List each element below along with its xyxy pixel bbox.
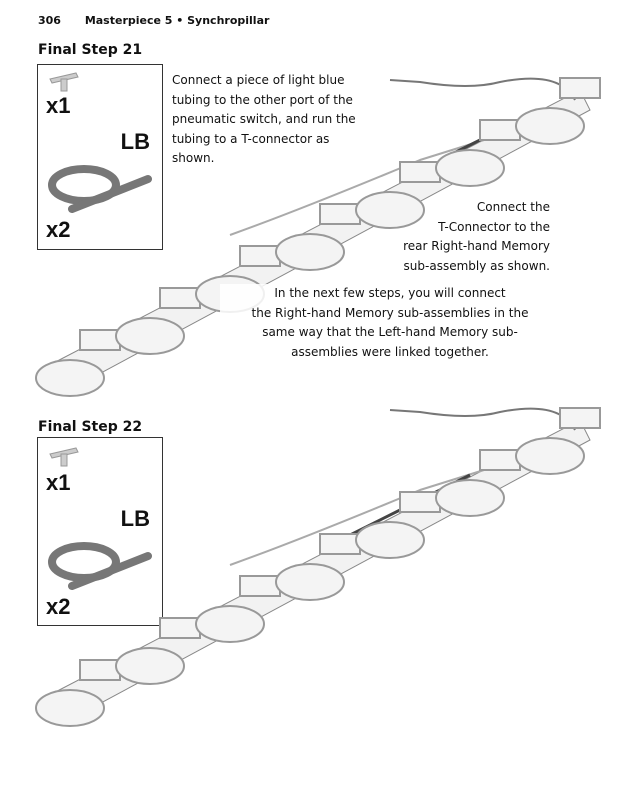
t-connector-icon (49, 72, 79, 92)
module-block (559, 407, 601, 429)
wheel (435, 149, 505, 187)
tube-color-label: LB (120, 129, 150, 154)
module-block (319, 533, 361, 555)
instruction-line: tubing to the other port of the (172, 92, 353, 107)
wheel (355, 521, 425, 559)
module-block (399, 161, 441, 183)
module-block (319, 203, 361, 225)
header-title: Masterpiece 5 • Synchropillar (84, 14, 270, 27)
wheel (195, 605, 265, 643)
module-block (479, 119, 521, 141)
connector-qty: x1 (46, 470, 71, 495)
module-block (559, 77, 601, 99)
page-number: 306 (38, 14, 61, 27)
callout-next-steps: In the next few steps, you will connect … (220, 284, 560, 362)
instruction-line: tubing to a T-connector as (172, 131, 330, 146)
wheel (435, 479, 505, 517)
step-22-parts-box: x1 LB x2 (37, 437, 163, 626)
instruction-line: Connect a piece of light blue (172, 73, 345, 87)
wheel (115, 317, 185, 355)
tube-color-label: LB (120, 506, 150, 531)
wheel (275, 233, 345, 271)
step-21-parts-box: x1 LB x2 (37, 64, 163, 250)
module-block (159, 287, 201, 309)
instruction-line: pneumatic switch, and run the (172, 112, 356, 126)
step-21-instructions: Connect a piece of light blue tubing to … (172, 71, 356, 169)
step-21-title: Final Step 21 (38, 42, 143, 58)
wheel (355, 191, 425, 229)
module-block (239, 245, 281, 267)
callout-line: T-Connector to the (438, 219, 550, 234)
wheel (515, 437, 585, 475)
callout-line: rear Right-hand Memory (403, 239, 550, 253)
callout-line: assemblies were linked together. (291, 344, 489, 359)
wheel (275, 563, 345, 601)
instruction-line: shown. (172, 151, 215, 165)
module-block (479, 449, 521, 471)
connector-qty: x1 (46, 93, 71, 118)
wheel (515, 107, 585, 145)
tube-qty: x2 (46, 217, 71, 242)
step-22-model-illustration (35, 407, 601, 727)
callout-line: the Right-hand Memory sub-assemblies in … (251, 305, 529, 320)
module-block (159, 617, 201, 639)
callout-line: Connect the (476, 200, 550, 214)
module-block (79, 659, 121, 681)
page-header: 306 Masterpiece 5 • Synchropillar (38, 14, 269, 27)
step-22-title: Final Step 22 (38, 419, 143, 435)
wheel (35, 359, 105, 397)
callout-connect-t-connector: Connect the T-Connector to the rear Righ… (403, 198, 550, 276)
wheel (35, 689, 105, 727)
module-block (399, 491, 441, 513)
callout-line: same way that the Left-hand Memory sub- (262, 325, 518, 339)
callout-line: In the next few steps, you will connect (274, 286, 506, 300)
tube-qty: x2 (46, 594, 71, 619)
t-connector-icon (49, 447, 79, 467)
wheel (115, 647, 185, 685)
tubing-icon (48, 542, 152, 590)
module-block (79, 329, 121, 351)
callout-line: sub-assembly as shown. (403, 258, 550, 273)
module-block (239, 575, 281, 597)
tubing-icon (48, 165, 152, 213)
